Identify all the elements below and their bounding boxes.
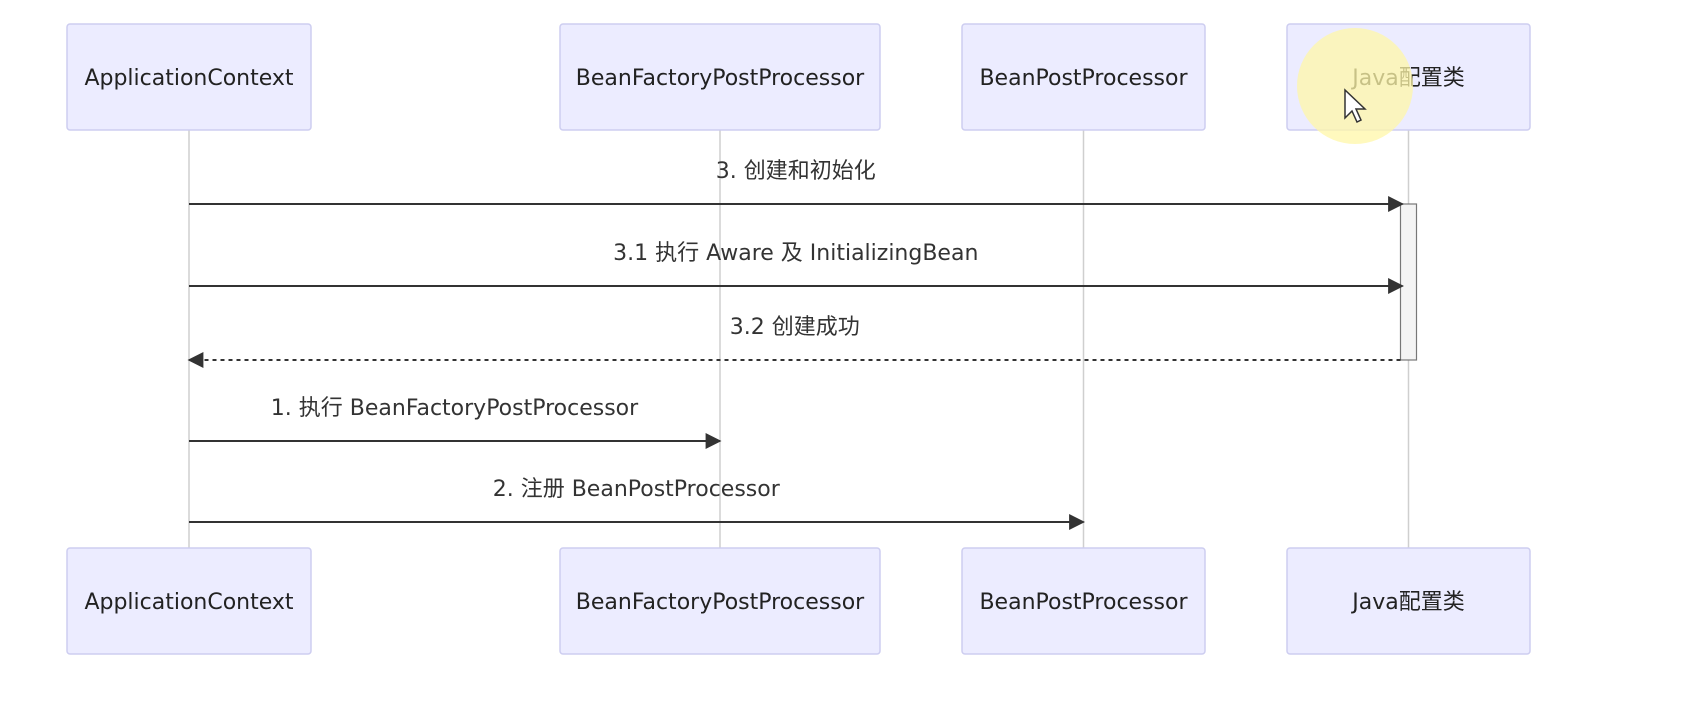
participant-label: Java配置类 (1350, 590, 1464, 615)
participant-label: BeanPostProcessor (979, 66, 1188, 91)
message-4: 1. 执行 BeanFactoryPostProcessor (189, 396, 722, 449)
message-5: 2. 注册 BeanPostProcessor (189, 477, 1086, 530)
participant-label: ApplicationContext (84, 66, 293, 91)
mouse-pointer-icon (1297, 28, 1413, 144)
activation-bars (1399, 203, 1418, 361)
participant-bottom-cfg[interactable]: Java配置类 (1286, 547, 1531, 655)
participant-label: BeanFactoryPostProcessor (576, 66, 865, 91)
participants-bottom: ApplicationContext BeanFactoryPostProcess… (66, 547, 1531, 655)
participant-label: ApplicationContext (84, 590, 293, 615)
activation-bar-cfg (1399, 203, 1418, 361)
message-label: 2. 注册 BeanPostProcessor (493, 477, 781, 502)
message-3: 3.2 创建成功 (187, 315, 1401, 368)
message-1: 3. 创建和初始化 (189, 159, 1405, 212)
message-label: 3. 创建和初始化 (716, 159, 876, 184)
messages: 3. 创建和初始化 3.1 执行 Aware 及 InitializingBean… (187, 159, 1405, 530)
participant-box[interactable] (559, 547, 881, 655)
message-2: 3.1 执行 Aware 及 InitializingBean (189, 241, 1405, 294)
participant-top-bpp[interactable]: BeanPostProcessor (961, 23, 1206, 131)
participant-bottom-bpp[interactable]: BeanPostProcessor (961, 547, 1206, 655)
participant-bottom-ctx[interactable]: ApplicationContext (66, 547, 312, 655)
participant-box[interactable] (66, 23, 312, 131)
participant-box[interactable] (66, 547, 312, 655)
participant-box[interactable] (1286, 547, 1531, 655)
message-label: 3.2 创建成功 (730, 315, 860, 340)
participant-box[interactable] (559, 23, 881, 131)
cursor-arrow-icon (1344, 88, 1367, 124)
participant-bottom-bfpp[interactable]: BeanFactoryPostProcessor (559, 547, 881, 655)
participant-top-ctx[interactable]: ApplicationContext (66, 23, 312, 131)
cursor-highlight (1297, 28, 1413, 144)
message-label: 1. 执行 BeanFactoryPostProcessor (271, 396, 639, 421)
participant-box[interactable] (961, 547, 1206, 655)
participant-label: BeanFactoryPostProcessor (576, 590, 865, 615)
participant-box[interactable] (961, 23, 1206, 131)
participants-top: ApplicationContext BeanFactoryPostProcess… (66, 23, 1531, 131)
participant-top-bfpp[interactable]: BeanFactoryPostProcessor (559, 23, 881, 131)
participant-label: BeanPostProcessor (979, 590, 1188, 615)
message-label: 3.1 执行 Aware 及 InitializingBean (613, 241, 978, 266)
